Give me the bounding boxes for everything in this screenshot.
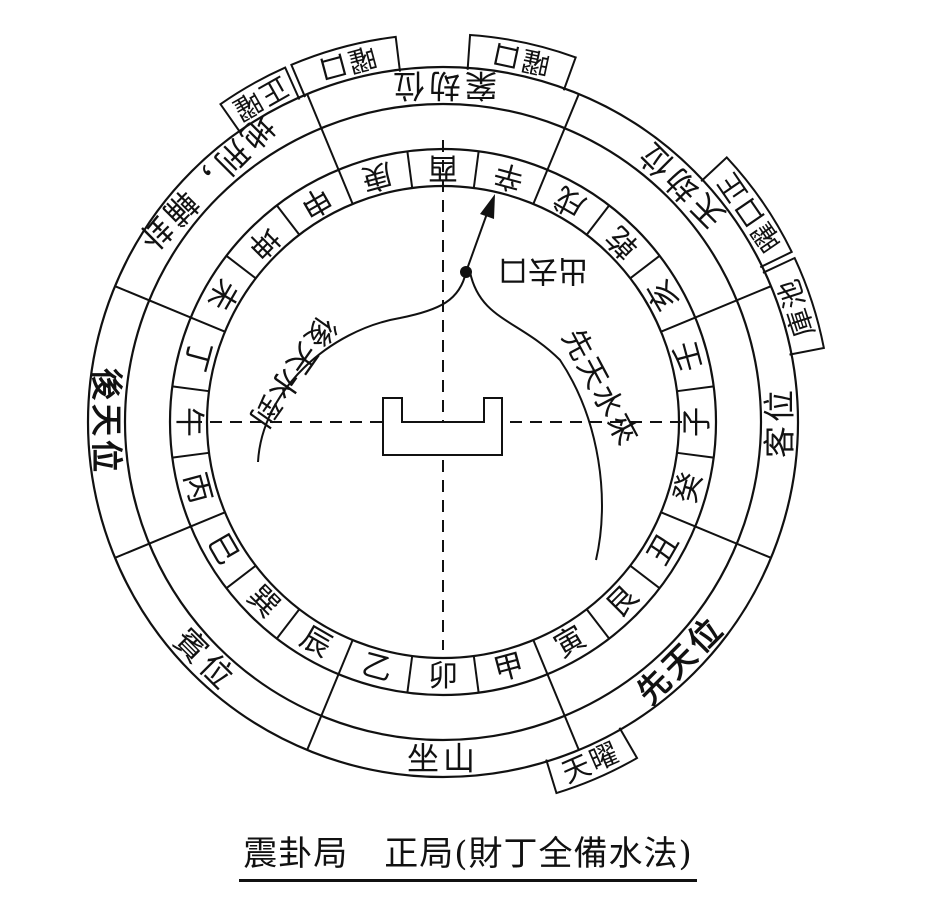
- ring-24-divider: [225, 255, 257, 280]
- ring-24-label: 巳: [200, 528, 245, 571]
- ring-24-divider: [660, 316, 696, 333]
- ring-24-divider: [190, 511, 226, 528]
- houtian-water-label: 後天水到: [241, 310, 343, 435]
- ring-24-divider: [225, 564, 257, 589]
- outer-ring-divider: [546, 673, 580, 751]
- ring-24-label: 卯: [428, 659, 458, 694]
- ring-24-label: 癸: [668, 469, 710, 507]
- ring-24-divider: [629, 564, 661, 589]
- outlet-arrow-line: [465, 207, 490, 273]
- ring-24-label: 寅: [549, 620, 592, 665]
- ring-24-label: 乾: [600, 219, 646, 265]
- ring-24-divider: [172, 451, 210, 459]
- ring-24-divider: [660, 511, 696, 528]
- outer-label-east: 坐山: [407, 740, 479, 778]
- ring-24-label: 丑: [641, 528, 686, 571]
- outer-ring-divider: [694, 525, 772, 559]
- outlet-label: 出去口: [498, 253, 588, 288]
- tab-box-tab5: [762, 256, 826, 356]
- caption-left: 震卦局: [243, 834, 349, 874]
- ring-24-divider: [406, 655, 414, 693]
- ring-24-divider: [585, 608, 610, 640]
- ring-24-label: 巽: [240, 579, 286, 625]
- tab-box-tab4: [700, 155, 794, 269]
- tab-label-tab2: 曜口: [314, 39, 381, 86]
- tab-box-tab2: [290, 35, 401, 98]
- ring-24-divider: [172, 385, 210, 393]
- ring-24-label: 亥: [641, 273, 686, 316]
- outer-ring-divider: [546, 93, 580, 171]
- ring-24-divider: [276, 608, 301, 640]
- ring-24-label: 申: [294, 179, 337, 224]
- ring-24-divider: [629, 255, 661, 280]
- outer-label-west: 案劫位: [389, 67, 497, 105]
- xiantian-water-curve: [469, 271, 603, 561]
- figure-caption: 震卦局正局(財丁全備水法): [0, 826, 936, 882]
- ring-24-label: 壬: [668, 337, 710, 375]
- outer-ring-divider: [114, 525, 192, 559]
- ring-24-divider: [676, 385, 714, 393]
- ring-24-divider: [337, 639, 354, 675]
- caption-right: 正局(財丁全備水法): [384, 834, 693, 874]
- outer-label-south: 後天位: [88, 368, 126, 476]
- xiantian-water-label: 先天水來: [555, 323, 646, 452]
- outer-label-north: 客位: [761, 386, 799, 458]
- ring-24-divider: [337, 169, 354, 205]
- water-flow-curves: [257, 207, 603, 561]
- outer-ring-divider: [306, 93, 340, 171]
- ring-24-label: 坤: [240, 219, 286, 265]
- ring-24-label: 丙: [176, 469, 218, 507]
- ring-24-label: 戌: [549, 179, 592, 224]
- ring-24-divider: [406, 151, 414, 189]
- outer-ring-dividers: [114, 93, 772, 751]
- ring-24-label: 辰: [294, 620, 337, 665]
- caption-underline: 震卦局正局(財丁全備水法): [239, 826, 697, 882]
- ring-24-dividers: [172, 151, 714, 693]
- outer-label-southeast: 賓位: [166, 621, 244, 699]
- tab-box-tab3: [466, 33, 577, 91]
- tab-box-tab1: [219, 66, 301, 134]
- outer-ring-divider: [306, 673, 340, 751]
- houtian-water-curve: [257, 271, 467, 463]
- ring-24-label: 未: [200, 273, 245, 316]
- middle-circle: [123, 102, 763, 742]
- ring-24-divider: [472, 151, 480, 189]
- outer-circle: [86, 65, 800, 779]
- ring-24-divider: [190, 316, 226, 333]
- ring-24-label: 艮: [600, 579, 646, 625]
- ring-24-divider: [472, 655, 480, 693]
- ring-24-label: 丁: [176, 337, 218, 375]
- ring-24-divider: [276, 204, 301, 236]
- outlet-point: [460, 266, 472, 278]
- ring-24-divider: [585, 204, 610, 236]
- tab-box-tab6: [545, 727, 639, 795]
- crosshair-axes: [190, 140, 700, 650]
- ring-24-divider: [532, 169, 549, 205]
- house-symbol: [382, 397, 503, 456]
- bagua-compass-diagram: 正曜曜口曜口曜口正庫池天曜 卯乙辰巽巳丙午丁未坤申庚酉辛戌乾亥壬子癸丑艮寅甲 坐…: [86, 33, 826, 795]
- outer-ring-divider: [114, 285, 192, 319]
- outer-label-northeast: 先天位: [629, 608, 732, 711]
- ring-24-label: 庚: [358, 155, 396, 197]
- outlet-arrow-head: [480, 194, 495, 219]
- outer-ring-divider: [694, 285, 772, 319]
- ring-24-divider: [676, 451, 714, 459]
- ring-24-divider: [532, 639, 549, 675]
